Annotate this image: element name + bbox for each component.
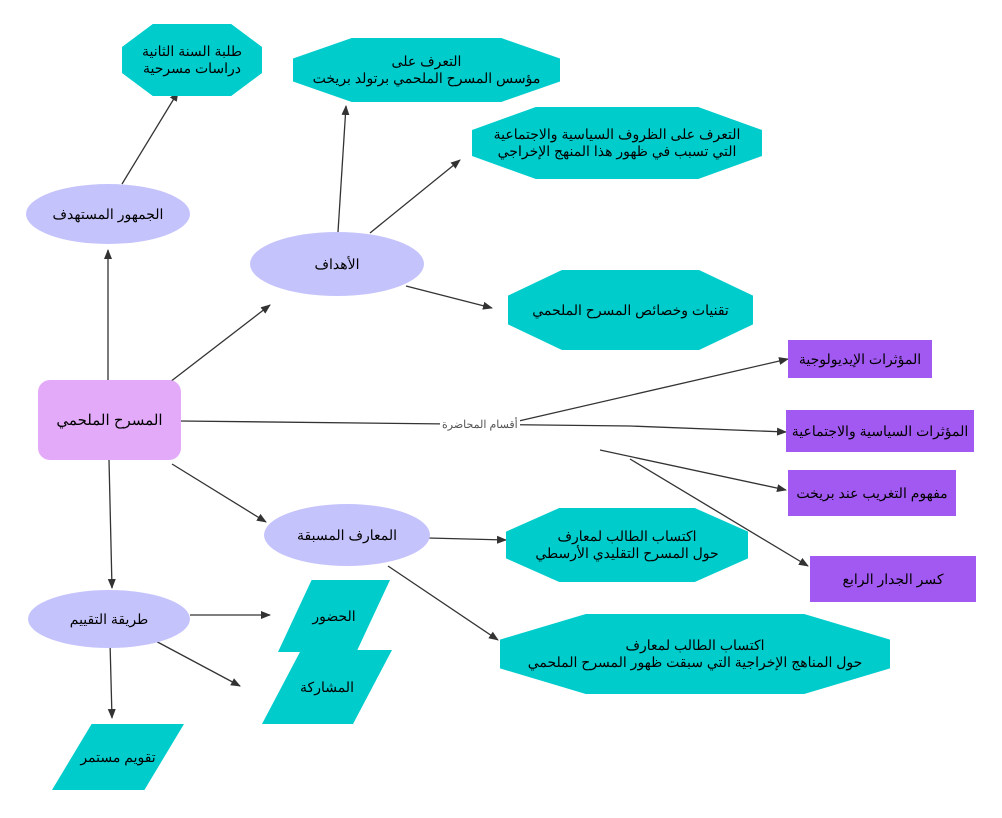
edge-root-prior bbox=[171, 463, 267, 523]
edge-label-sections: أقسام المحاضرة bbox=[440, 418, 520, 431]
section-3-node[interactable]: مفهوم التغريب عند بريخت bbox=[788, 470, 956, 516]
edge-sections-2 bbox=[629, 425, 787, 436]
root-node[interactable]: المسرح الملحمي bbox=[38, 380, 181, 460]
edge-sections-4 bbox=[629, 458, 809, 567]
eval-node[interactable]: طريقة التقييم bbox=[28, 590, 190, 648]
edge-eval-2 bbox=[149, 637, 241, 687]
goal-3-node[interactable]: تقنيات وخصائص المسرح الملحمي bbox=[508, 270, 753, 350]
edge-eval-3 bbox=[107, 641, 116, 719]
section-4-node[interactable]: كسر الجدار الرابع bbox=[810, 556, 976, 602]
edge-root-eval bbox=[107, 459, 116, 589]
edge-sections-3 bbox=[599, 449, 787, 493]
goal-2-node[interactable]: التعرف على الظروف السياسية والاجتماعية ا… bbox=[472, 107, 762, 179]
section-1-node[interactable]: المؤثرات الإيديولوجية bbox=[788, 340, 932, 378]
goals-node[interactable]: الأهداف bbox=[250, 232, 424, 296]
prior-node[interactable]: المعارف المسبقة bbox=[264, 504, 430, 566]
edge-prior-2 bbox=[387, 565, 499, 641]
goal-1-node[interactable]: التعرف على مؤسس المسرح الملحمي برتولد بر… bbox=[293, 38, 560, 102]
edge-prior-1 bbox=[427, 535, 507, 544]
prior-2-node[interactable]: اكتساب الطالب لمعارف حول المناهج الإخراج… bbox=[500, 614, 890, 694]
edge-audience-target bbox=[121, 91, 179, 185]
section-2-node[interactable]: المؤثرات السياسية والاجتماعية bbox=[786, 410, 974, 452]
audience-node[interactable]: الجمهور المستهدف bbox=[26, 184, 190, 244]
edge-sections-1 bbox=[509, 357, 789, 424]
edge-goals-goal3 bbox=[405, 285, 493, 310]
edge-root-sections bbox=[179, 420, 631, 427]
prior-1-node[interactable]: اكتساب الطالب لمعارف حول المسرح التقليدي… bbox=[506, 508, 748, 582]
edge-root-goals bbox=[169, 304, 271, 383]
edge-goals-goal1 bbox=[337, 105, 350, 233]
audience-target-node[interactable]: طلبة السنة الثانية دراسات مسرحية bbox=[122, 24, 262, 96]
edge-goals-goal2 bbox=[369, 159, 461, 234]
